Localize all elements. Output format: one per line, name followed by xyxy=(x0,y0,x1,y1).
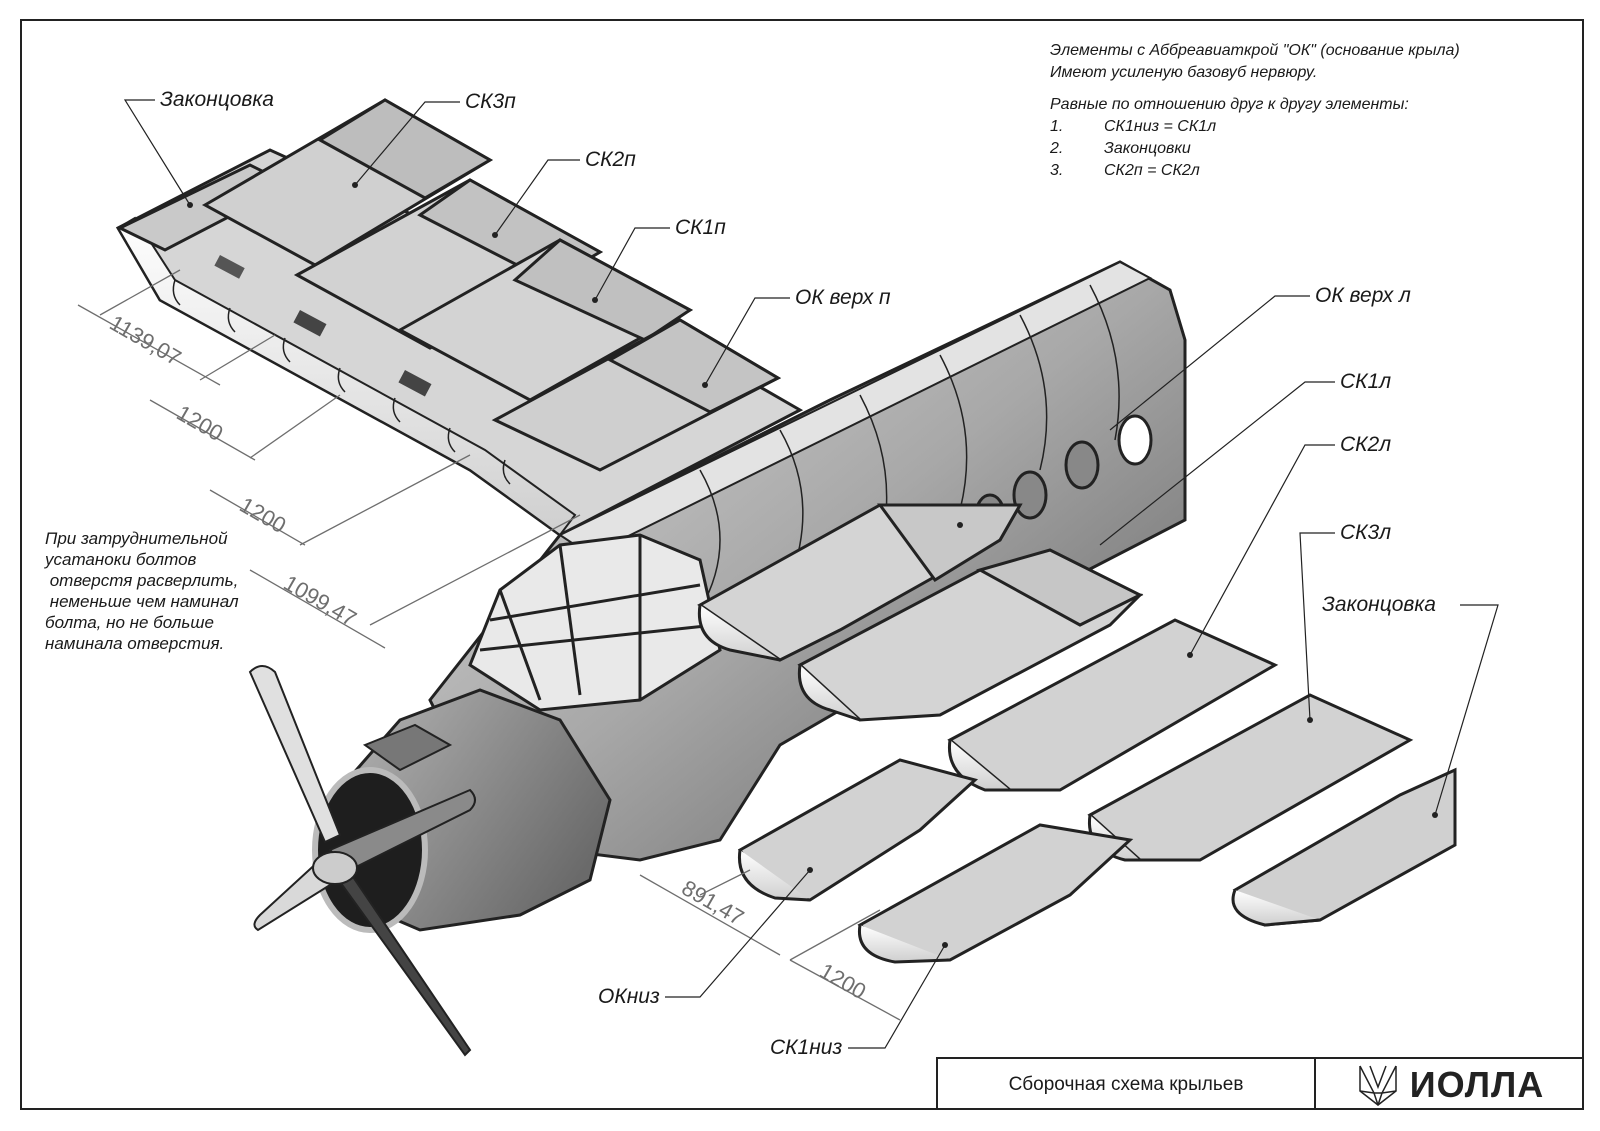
drawing-title: Сборочная схема крыльев xyxy=(938,1059,1316,1110)
cockpit-canopy xyxy=(468,533,722,712)
item-number: 1. xyxy=(1050,118,1064,135)
callout-leader-lines xyxy=(123,99,1499,1049)
label-tip-left: Законцовка xyxy=(1322,593,1436,616)
item-text: Законцовки xyxy=(1104,140,1191,157)
window xyxy=(1117,414,1153,466)
label-ok-top-right: ОК верх п xyxy=(795,286,891,309)
drawing-frame xyxy=(20,19,1584,1110)
item-text: СК2п = СК2л xyxy=(1104,162,1200,179)
propeller-spinner xyxy=(312,851,358,885)
label-ok-top-left: ОК верх л xyxy=(1315,284,1411,307)
note-equal-item: 3. СК2п = СК2л xyxy=(1050,160,1460,182)
label-sk2-right: СК2п xyxy=(585,148,636,171)
label-sk3-right: СК3п xyxy=(465,90,516,113)
note-top-right: Элементы с Аббреавиаткрой "ОК" (основани… xyxy=(1050,40,1460,182)
label-sk1-bottom: СК1низ xyxy=(770,1036,843,1059)
note-line: усатаноки болтов xyxy=(45,550,197,569)
label-sk1-right: СК1п xyxy=(675,216,726,239)
propeller xyxy=(248,665,476,1057)
note-line: наминала отверстия. xyxy=(45,634,225,653)
note-line: Элементы с Аббреавиаткрой "ОК" (основани… xyxy=(1050,42,1460,59)
note-line: неменьше чем наминал xyxy=(45,592,239,611)
label-sk1-left: СК1л xyxy=(1340,370,1392,393)
dimension-lines xyxy=(77,269,901,1021)
note-bolt-drilling: При затруднительной усатаноки болтов отв… xyxy=(45,528,239,654)
iolla-logo-icon xyxy=(1359,1065,1397,1106)
note-equal-item: 1. СК1низ = СК1л xyxy=(1050,116,1460,138)
label-tip-right: Законцовка xyxy=(160,88,274,111)
note-equal-header: Равные по отношению друг к другу элемент… xyxy=(1050,96,1409,113)
note-line: При затруднительной xyxy=(45,529,228,548)
item-text: СК1низ = СК1л xyxy=(1104,118,1217,135)
note-line: болта, но не больше xyxy=(45,613,214,632)
upper-wing-panels xyxy=(116,98,782,472)
exploded-wing-sections xyxy=(697,503,1457,964)
label-sk2-left: СК2л xyxy=(1340,433,1392,456)
label-ok-bottom: ОКниз xyxy=(598,985,660,1008)
company-logo: ИОЛЛА xyxy=(1316,1059,1584,1110)
item-number: 3. xyxy=(1050,162,1064,179)
note-line: Имеют усиленую базовуб нервюру. xyxy=(1050,64,1318,81)
company-name: ИОЛЛА xyxy=(1409,1063,1545,1105)
note-equal-item: 2. Законцовки xyxy=(1050,138,1460,160)
title-block: Сборочная схема крыльев ИОЛЛА xyxy=(936,1057,1584,1110)
note-line: отверстя расверлить, xyxy=(45,571,239,590)
item-number: 2. xyxy=(1050,140,1064,157)
label-sk3-left: СК3л xyxy=(1340,521,1392,544)
